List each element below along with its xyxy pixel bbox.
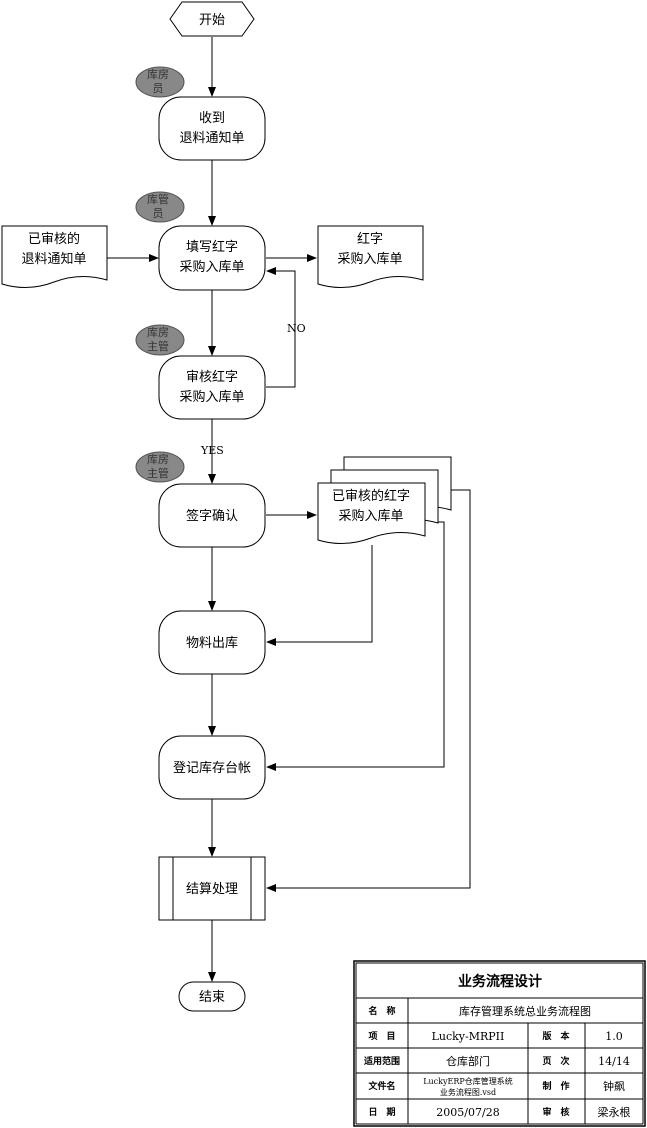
tb-file-value-line-1: LuckyERP仓库管理系统 — [423, 1076, 513, 1086]
process-sign-confirm: 签字确认 — [158, 483, 266, 548]
receive-line-1: 收到 — [199, 111, 225, 126]
document-approved-return-notice: 已审核的 退料通知单 — [1, 225, 108, 288]
document-red-purchase-receipt: 红字 采购入库单 — [317, 225, 424, 288]
red-receipt-line-2: 采购入库单 — [337, 251, 402, 267]
role-badge-4: 库房 主管 — [135, 451, 185, 483]
receive-line-2: 退料通知单 — [179, 130, 244, 146]
role-1-line-1: 库房 — [147, 68, 169, 81]
tb-version-value: 1.0 — [605, 1030, 623, 1043]
tb-name-label: 名 称 — [368, 1005, 395, 1017]
tb-author-label: 制 作 — [542, 1080, 569, 1092]
process-fill-form: 填写红字 采购入库单 — [158, 225, 266, 291]
start-label: 开始 — [199, 13, 225, 28]
tb-page-value: 14/14 — [598, 1055, 630, 1068]
tb-version-label: 版 本 — [541, 1030, 570, 1042]
role-4-line-2: 主管 — [147, 466, 169, 480]
tb-scope-value: 仓库部门 — [446, 1054, 490, 1068]
fill-form-line-2: 采购入库单 — [179, 259, 244, 275]
fill-form-line-1: 填写红字 — [186, 239, 238, 255]
tb-author-value: 钟飙 — [603, 1079, 625, 1093]
tb-project-value: Lucky-MRPII — [432, 1030, 505, 1043]
tb-reviewer-value: 梁永根 — [598, 1105, 631, 1119]
edge-label-no: NO — [287, 322, 306, 335]
approve-form-line-1: 审核红字 — [186, 369, 238, 385]
tb-file-value-line-2: 业务流程图.vsd — [440, 1087, 496, 1097]
tb-date-label: 日 期 — [368, 1106, 395, 1118]
approved-red-receipt-line-2: 采购入库单 — [338, 508, 403, 524]
document-approved-red-receipt-stack: 已审核的红字 采购入库单 — [317, 456, 452, 544]
tb-project-label: 项 目 — [368, 1031, 395, 1042]
process-settlement: 结算处理 — [158, 856, 266, 921]
edge-document-materialout — [266, 545, 373, 646]
sign-confirm-label: 签字确认 — [186, 508, 238, 524]
approve-form-line-2: 采购入库单 — [179, 389, 244, 405]
role-3-line-2: 主管 — [147, 339, 169, 353]
role-2-line-2: 员 — [153, 207, 164, 220]
red-receipt-line-1: 红字 — [357, 231, 383, 247]
edge-label-yes: YES — [200, 444, 224, 457]
settlement-label: 结算处理 — [186, 882, 238, 897]
edge-document-register — [266, 521, 445, 771]
process-register-ledger: 登记库存台帐 — [158, 735, 266, 800]
tb-page-label: 页 次 — [542, 1055, 569, 1067]
edge-approve-fill-no — [266, 267, 296, 388]
register-ledger-label: 登记库存台帐 — [173, 760, 251, 776]
start-node: 开始 — [169, 1, 255, 37]
role-1-line-2: 员 — [153, 82, 164, 95]
role-badge-3: 库房 主管 — [135, 324, 185, 356]
title-block: 业务流程设计 名 称 库存管理系统总业务流程图 项 目 Lucky-MRPII … — [353, 960, 646, 1127]
approved-notice-line-1: 已审核的 — [28, 231, 80, 247]
tb-file-label: 文件名 — [367, 1080, 395, 1092]
tb-reviewer-label: 审 核 — [542, 1106, 569, 1118]
process-receive: 收到 退料通知单 — [158, 96, 266, 161]
process-material-out: 物料出库 — [158, 610, 266, 675]
role-2-line-1: 库管 — [147, 192, 169, 206]
role-4-line-1: 库房 — [147, 453, 169, 466]
edge-document-settlement — [266, 489, 471, 892]
end-node: 结束 — [178, 981, 246, 1012]
role-badge-1: 库房 员 — [135, 66, 185, 98]
end-label: 结束 — [199, 990, 225, 1005]
title-block-title: 业务流程设计 — [458, 973, 542, 990]
role-badge-2: 库管 员 — [135, 191, 185, 223]
tb-scope-label: 适用范围 — [364, 1055, 400, 1067]
tb-name-value: 库存管理系统总业务流程图 — [459, 1004, 591, 1018]
connectors — [107, 37, 471, 982]
tb-date-value: 2005/07/28 — [436, 1106, 499, 1119]
approved-notice-line-2: 退料通知单 — [21, 251, 86, 267]
approved-red-receipt-line-1: 已审核的红字 — [332, 488, 410, 504]
material-out-label: 物料出库 — [186, 635, 238, 651]
role-3-line-1: 库房 — [147, 326, 169, 339]
process-approve-form: 审核红字 采购入库单 — [158, 355, 266, 420]
